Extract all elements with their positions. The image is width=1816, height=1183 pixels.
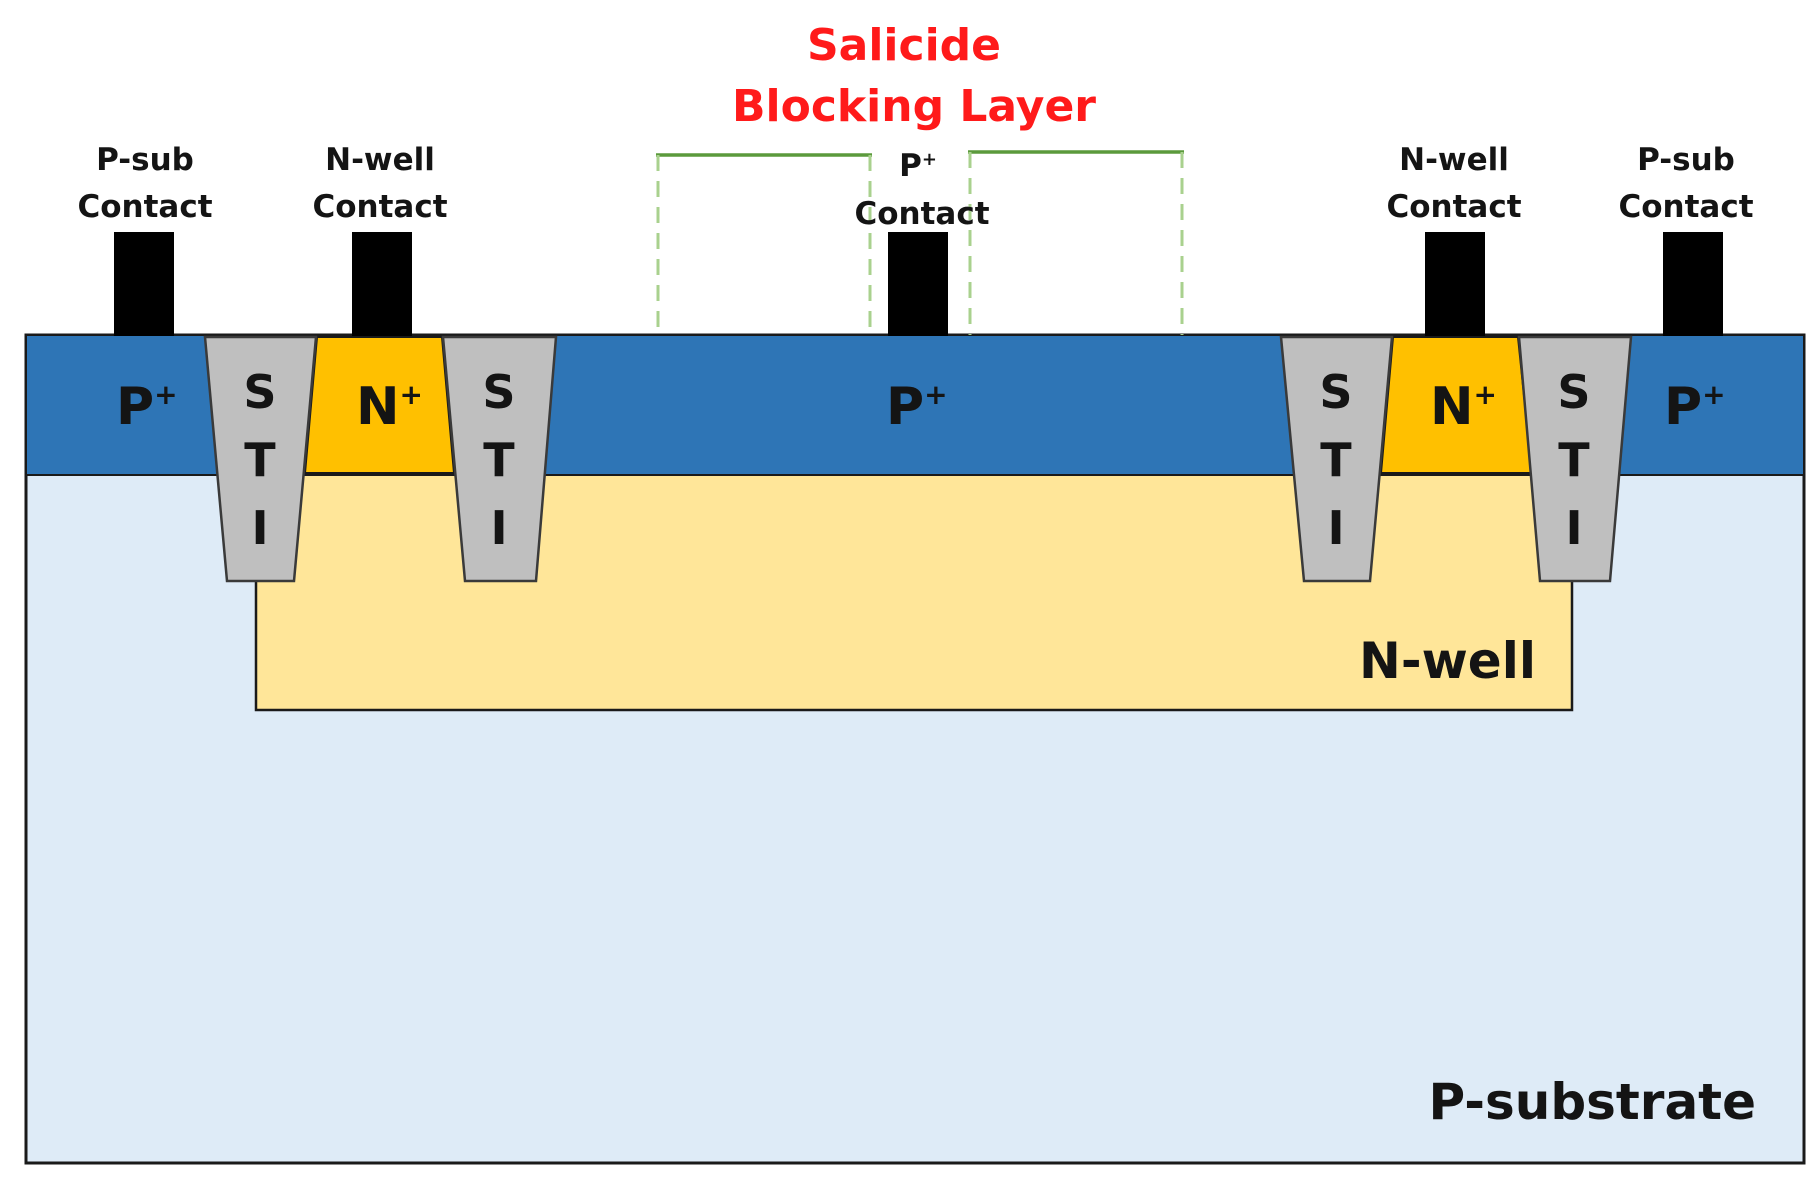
n-well-label: N-well [1359, 632, 1536, 690]
p-sub-contact-right-label-line2: Contact [1618, 189, 1753, 225]
sti-letter: I [1565, 501, 1582, 555]
p-plus-label-left: P+ [116, 377, 178, 437]
sti-letter: I [490, 501, 507, 555]
n-well-contact-right-label-line2: Contact [1386, 189, 1521, 225]
p-plus-label-center: P+ [886, 377, 948, 437]
sti-letter: T [244, 433, 276, 487]
sti-letter: S [1319, 365, 1352, 419]
p-sub-contact-left-label-line2: Contact [77, 189, 212, 225]
n-well-contact-right [1425, 232, 1485, 336]
n-well-contact-left-label-line1: N-well [325, 142, 435, 178]
blocking-layer-title-line1: Salicide [807, 20, 1001, 71]
sti-trench-1 [203, 335, 318, 583]
p-plus-label-right: P+ [1664, 377, 1726, 437]
p-sub-contact-right [1663, 232, 1723, 336]
p-contact-center-label-line1: P+ [899, 148, 937, 184]
p-sub-contact-left [114, 232, 174, 336]
sti-trench-4 [1517, 335, 1633, 583]
p-substrate-label: P-substrate [1428, 1073, 1756, 1131]
sti-letter: I [1327, 501, 1344, 555]
sti-letter: T [1320, 433, 1352, 487]
sti-trench-3 [1279, 335, 1394, 583]
n-well-contact-left [352, 232, 412, 336]
n-plus-label-left: N+ [356, 377, 423, 437]
n-plus-label-right: N+ [1430, 377, 1497, 437]
sti-letter: S [482, 365, 515, 419]
blocking-layer-title-line2: Blocking Layer [732, 81, 1096, 132]
n-well-contact-left-label-line2: Contact [312, 189, 447, 225]
p-sub-contact-right-label-line1: P-sub [1637, 142, 1735, 178]
p-plus-contact-center [888, 232, 948, 336]
sti-label-2: S T I [482, 365, 515, 555]
sti-letter: S [1557, 365, 1590, 419]
sti-letter: S [243, 365, 276, 419]
sti-letter: T [483, 433, 515, 487]
sti-label-3: S T I [1319, 365, 1352, 555]
p-sub-contact-left-label-line1: P-sub [96, 142, 194, 178]
sti-label-1: S T I [243, 365, 276, 555]
p-contact-center-label-line2: Contact [854, 196, 989, 232]
salicide-blocking-outline [656, 150, 1184, 335]
sti-label-4: S T I [1557, 365, 1590, 555]
n-well-contact-right-label-line1: N-well [1399, 142, 1509, 178]
sti-letter: T [1558, 433, 1590, 487]
sti-letter: I [251, 501, 268, 555]
sti-trench-2 [441, 335, 558, 583]
